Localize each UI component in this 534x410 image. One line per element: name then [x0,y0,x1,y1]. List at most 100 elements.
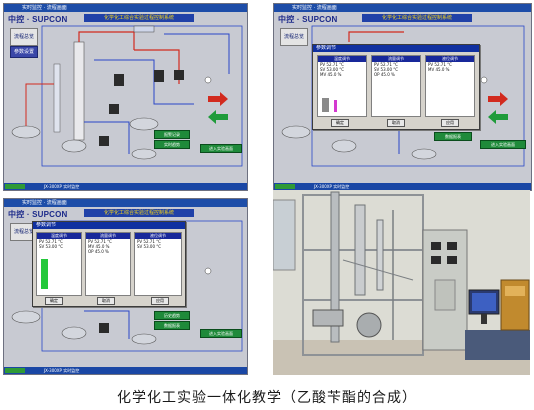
temperature-panel: 温度调节 PV 52.71 °C SV 53.00 °C [36,232,82,296]
pump-icon [114,74,124,86]
window-titlebar: 实时监控 · 流程画面 [4,199,247,207]
report-button[interactable]: 数据报表 [434,132,472,141]
dialog-title: 参数调节 [36,222,57,228]
outlet-arrow-icon [208,92,228,106]
parameter-dialog: 参数调节 温度调节 PV 52.71 °C SV 53.00 °C MV 45.… [312,44,480,130]
flowmeter-icon [174,70,184,80]
receiver-tank-icon [131,148,157,160]
pump-icon [99,136,109,146]
mv-readout[interactable]: MV 45.0 % [320,72,342,77]
screen-control-dialog: 实时监控 · 流程画面 中控 · SUPCON 化学化工综合实验过程控制系统 流… [3,198,248,375]
taskbar: JX-300XP 实时监控 [4,367,247,374]
feed-pipe [25,83,54,126]
pv-readout: PV 52.71 °C [374,62,398,67]
cancel-button[interactable]: 取消 [97,297,115,305]
level-bar [322,98,329,112]
nav-overview-button[interactable]: 流程总览 [280,28,308,46]
ok-button[interactable]: 确定 [45,297,63,305]
flow-panel: 流量调节 PV 52.71 °C SV 53.00 °C OP 45.0 % [371,55,421,117]
system-banner: 化学化工综合实验过程控制系统 [84,14,194,22]
alarm-button[interactable]: 报警记录 [154,130,190,139]
storage-tank-icon [11,310,41,324]
start-button[interactable] [5,368,25,373]
sv-readout[interactable]: SV 53.00 °C [137,244,162,249]
panel-header: 流量调节 [86,233,130,239]
lab-photo [273,190,530,375]
pump-icon [154,70,164,82]
trend-button[interactable]: 实时趋势 [154,140,190,149]
pilot-plant-rig-icon [302,191,424,356]
screen-process-flow: 实时监控 · 流程画面 中控 · SUPCON 化学化工综合实验过程控制系统 流… [3,3,248,191]
sv-readout[interactable]: SV 53.00 °C [320,67,345,72]
enter-experiment-button[interactable]: 进入实验画面 [200,329,242,338]
dialog-button-row: 确定 取消 应用 [39,297,179,305]
ok-button[interactable]: 确定 [331,119,349,127]
pump-icon [99,323,109,333]
taskbar: JX-300XP 实时监控 [274,183,531,190]
cancel-button[interactable]: 取消 [387,119,405,127]
apply-button[interactable]: 应用 [151,297,169,305]
pv-readout: PV 52.71 °C [88,239,112,244]
level-bar [41,259,48,289]
panel-header: 温度调节 [318,56,366,62]
valve-icon [204,76,212,84]
supcon-logo: 中控 · SUPCON [8,210,68,219]
figure-caption: 化学化工实验一体化教学（乙酸苄酯的合成） [117,390,417,406]
flow-panel: 流量调节 PV 52.71 °C MV 45.0 % OP 45.0 % [85,232,131,296]
supcon-logo: 中控 · SUPCON [8,15,68,24]
dialog-button-row: 确定 取消 应用 [323,119,473,127]
window-titlebar: 实时监控 · 流程画面 [4,4,247,12]
control-dialog: 参数调节 温度调节 PV 52.71 °C SV 53.00 °C 流量调节 P… [32,221,186,307]
dialog-title: 参数调节 [316,45,337,51]
enter-experiment-button[interactable]: 进入实验画面 [200,144,242,153]
vapor-pipe [78,31,135,50]
lab-scene [273,190,530,375]
op-readout[interactable]: OP 45.0 % [374,72,395,77]
banner-text: 化学化工综合实验过程控制系统 [103,210,174,216]
pv-readout: PV 52.71 °C [428,62,452,67]
sv-readout[interactable]: SV 53.00 °C [39,244,64,249]
apply-button[interactable]: 应用 [441,119,459,127]
dialog-titlebar: 参数调节 [33,222,185,229]
receiver-tank-icon [131,333,157,345]
window-title: 实时监控 · 流程画面 [22,5,67,11]
storage-tank-icon [61,326,87,340]
analyzer-icon [500,279,530,331]
panel-header: 流量调节 [372,56,420,62]
desk [465,330,530,360]
sv-readout[interactable]: SV 53.00 °C [374,67,399,72]
system-banner: 化学化工综合实验过程控制系统 [362,14,472,22]
product-pipe [84,310,130,339]
nav-overview-button[interactable]: 流程总览 [10,223,38,241]
window-title: 实时监控 · 流程画面 [22,200,67,206]
mv-readout[interactable]: MV 45.0 % [428,67,450,72]
taskbar-label: JX-300XP 实时监控 [44,368,80,373]
condenser-icon [133,25,155,33]
level-panel: 液位调节 PV 52.71 °C MV 45.0 % [425,55,475,117]
window-icon [273,199,296,271]
banner-text: 化学化工综合实验过程控制系统 [381,15,452,21]
mv-readout[interactable]: MV 45.0 % [88,244,110,249]
enter-experiment-button[interactable]: 进入实验画面 [480,140,526,149]
supcon-logo: 中控 · SUPCON [278,15,338,24]
valve-icon [480,76,488,84]
dialog-titlebar: 参数调节 [313,45,479,52]
water-pipe [164,33,230,74]
level-panel: 液位调节 PV 52.71 °C SV 53.00 °C [134,232,182,296]
history-button[interactable]: 历史趋势 [154,311,190,320]
outlet-arrow-icon [488,92,508,106]
taskbar: JX-300XP 实时监控 [4,183,247,190]
product-pipe [84,121,130,154]
report-button[interactable]: 数据报表 [154,321,190,330]
storage-tank-icon [331,139,357,153]
nav-overview-button[interactable]: 流程总览 [10,28,38,46]
start-button[interactable] [5,184,25,189]
op-readout[interactable]: OP 45.0 % [88,249,109,254]
output-bar [334,100,337,112]
screen-parameter-dialog: 实时监控 · 流程画面 中控 · SUPCON 化学化工综合实验过程控制系统 流… [273,3,532,191]
window-titlebar: 实时监控 · 流程画面 [274,4,531,12]
reactor-tube-icon [53,63,61,133]
nav-settings-button[interactable]: 参数设置 [10,46,38,58]
start-button[interactable] [275,184,295,189]
process-diagram [281,25,525,167]
